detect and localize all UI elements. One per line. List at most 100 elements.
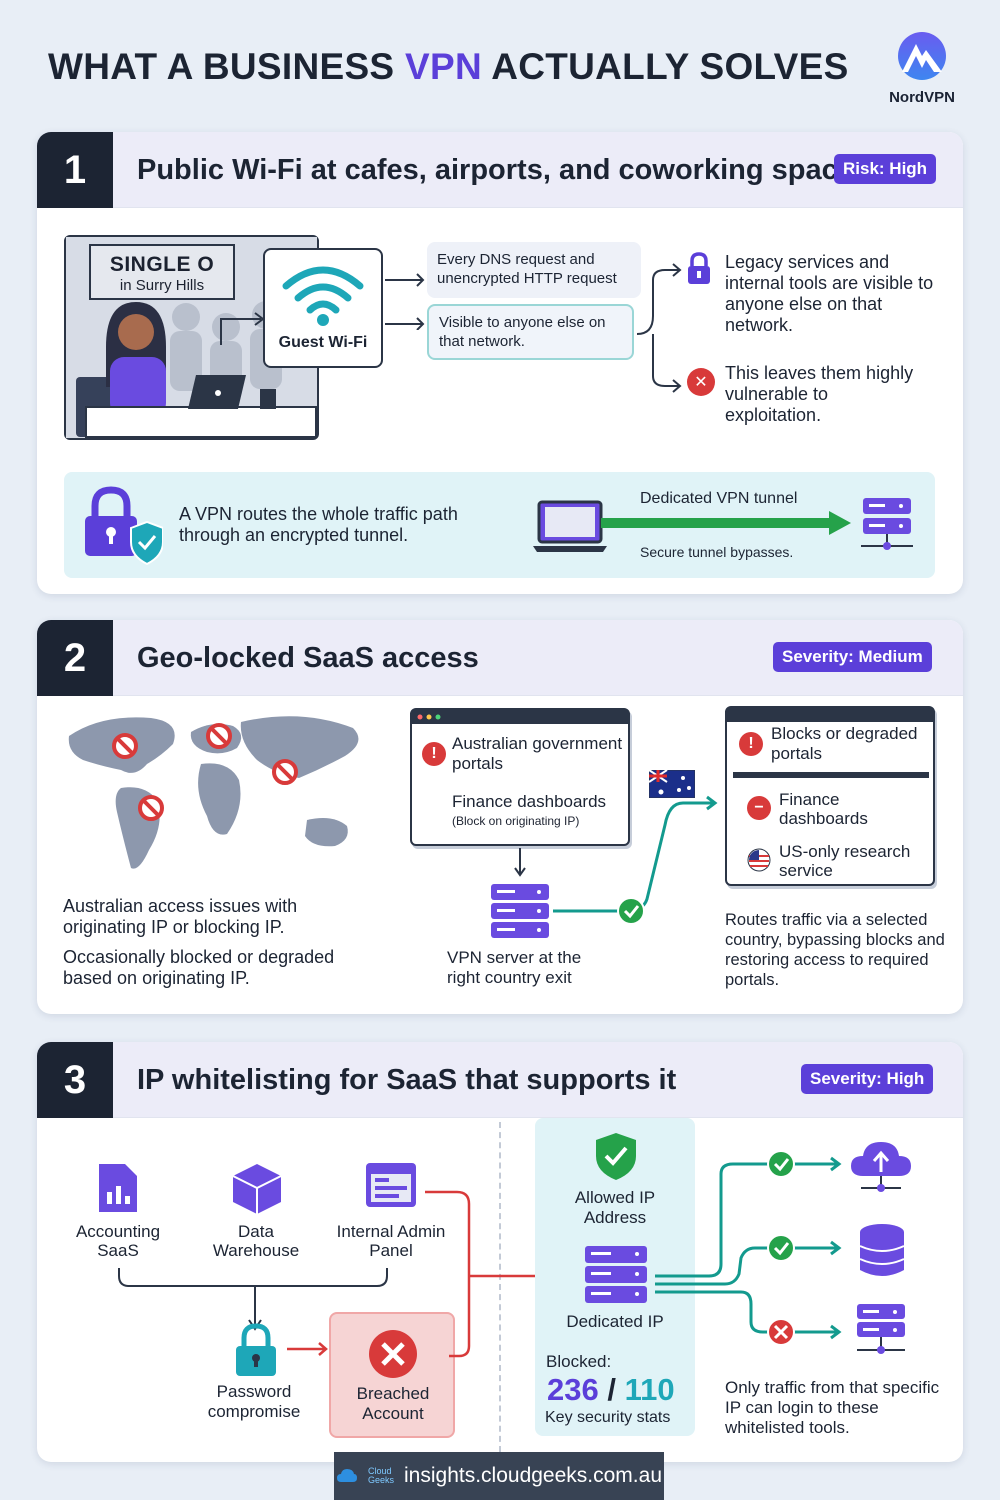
section-geo-locked: 2 Geo-locked SaaS access Severity: Mediu… (37, 620, 963, 1014)
alert-icon: ! (739, 732, 763, 756)
cafe-sign-location: in Surry Hills (119, 277, 205, 294)
portal-window: ! Australian government portals Finance … (410, 708, 630, 846)
portal-2: Finance dashboards (452, 792, 607, 811)
section-ip-whitelisting: 3 IP whitelisting for SaaS that supports… (37, 1042, 963, 1462)
database-icon (859, 1224, 905, 1276)
arrow-icon (220, 312, 265, 345)
breached-label: Breached Account (356, 1384, 430, 1423)
footer-url-bar: Cloud Geeks insights.cloudgeeks.com.au (334, 1452, 664, 1500)
result-1: Blocks or degraded portals (771, 724, 918, 763)
result-3: US-only research service (779, 842, 911, 880)
map-text-2: Occasionally blocked or degraded based o… (63, 947, 335, 988)
arrow-right-icon (287, 1342, 328, 1356)
laptop-icon (533, 500, 607, 552)
alert-icon: ! (422, 742, 446, 766)
cloud-icon (337, 1469, 357, 1482)
blocked-label: Blocked: (546, 1352, 612, 1371)
server-icon (861, 498, 913, 550)
window-bar (727, 708, 933, 722)
us-flag-icon (747, 848, 771, 872)
block-icon (112, 723, 298, 821)
vpn-server-label: VPN server at the right country exit (447, 948, 582, 987)
error-icon: ✕ (687, 368, 715, 396)
page-title: WHAT A BUSINESS VPN ACTUALLY SOLVES (48, 46, 849, 88)
request-text: Every DNS request and unencrypted HTTP r… (437, 251, 617, 287)
visible-box: Visible to anyone else on that network. (427, 304, 634, 360)
section-title: IP whitelisting for SaaS that supports i… (137, 1064, 677, 1096)
arrow-down-icon (514, 848, 526, 877)
nordvpn-logo: NordVPN (872, 28, 972, 108)
cloud-upload-icon (851, 1142, 911, 1192)
padlock-icon (236, 1323, 276, 1376)
routes-text: Routes traffic via a selected country, b… (725, 911, 945, 989)
legacy-text: Legacy services and internal tools are v… (725, 252, 934, 335)
footer-url[interactable]: insights.cloudgeeks.com.au (404, 1464, 662, 1487)
title-part: ACTUALLY SOLVES (481, 46, 849, 87)
admin-panel-icon (366, 1163, 416, 1207)
section-number: 1 (37, 132, 113, 208)
only-traffic-text: Only traffic from that specific IP can l… (725, 1378, 940, 1437)
world-map-icon (68, 716, 359, 869)
title-accent: VPN (405, 46, 482, 87)
map-text-1: Australian access issues with originatin… (63, 896, 298, 937)
section-title: Geo-locked SaaS access (137, 642, 479, 674)
brand-name: NordVPN (889, 89, 955, 106)
window-dots-icon (417, 714, 441, 720)
severity-badge: Severity: Medium (773, 642, 932, 672)
result-2: Finance dashboards (779, 790, 868, 828)
bracket-arrow-icon (118, 1268, 388, 1331)
guest-wifi-box: Guest Wi-Fi (263, 248, 383, 368)
dedicated-ip-label: Dedicated IP (566, 1312, 664, 1331)
stat-separator: / (607, 1372, 616, 1407)
tool-admin: Internal Admin Panel (336, 1222, 446, 1260)
tunnel-arrow-icon (601, 511, 851, 535)
stats-value: 236 / 110 (547, 1372, 675, 1408)
visible-text: Visible to anyone else on that network. (439, 314, 606, 350)
portal-2-note: (Block on originating IP) (452, 814, 580, 828)
divider (499, 1122, 501, 1452)
footer-logo: Cloud Geeks (368, 1467, 394, 1485)
wifi-label: Guest Wi-Fi (278, 334, 368, 351)
password-compromise: Password compromise (207, 1382, 301, 1421)
error-icon (369, 1330, 417, 1378)
stat-b: 110 (624, 1372, 675, 1407)
tool-warehouse: Data Warehouse (212, 1222, 300, 1260)
footer-logo-line1: Cloud (368, 1466, 392, 1476)
footer-logo-line2: Geeks (368, 1475, 395, 1485)
australia-flag-icon (649, 770, 695, 798)
allowed-ip-label: Allowed IP Address (574, 1188, 656, 1227)
section-public-wifi: 1 Public Wi-Fi at cafes, airports, and c… (37, 132, 963, 594)
portal-1: Australian government portals (452, 734, 623, 773)
cafe-sign: SINGLE O in Surry Hills (89, 244, 235, 300)
section-title: Public Wi-Fi at cafes, airports, and cow… (137, 154, 870, 186)
teal-routes-icon (655, 1150, 842, 1346)
risk-badge: Risk: High (834, 154, 937, 184)
lock-icon (688, 252, 710, 284)
warehouse-cube-icon (232, 1164, 282, 1214)
document-chart-icon (99, 1164, 137, 1212)
tunnel-label: Dedicated VPN tunnel (640, 490, 798, 507)
stat-a: 236 (547, 1372, 599, 1407)
severity-badge: Severity: High (801, 1064, 934, 1094)
server-icon (857, 1304, 905, 1354)
tool-accounting: Accounting SaaS (75, 1222, 161, 1260)
results-window: ! Blocks or degraded portals − Finance d… (725, 706, 935, 886)
minus-icon: − (747, 796, 771, 820)
cafe-sign-name: SINGLE O (109, 253, 215, 276)
request-box: Every DNS request and unencrypted HTTP r… (427, 242, 641, 298)
divider (733, 772, 929, 778)
title-part: WHAT A BUSINESS (48, 46, 405, 87)
breached-box: Breached Account (329, 1312, 455, 1438)
wifi-icon (282, 266, 364, 326)
tunnel-sub: Secure tunnel bypasses. (640, 544, 794, 560)
vpn-text: A VPN routes the whole traffic path thro… (179, 504, 458, 545)
section-number: 3 (37, 1042, 113, 1118)
section-number: 2 (37, 620, 113, 696)
dedicated-server-icon (585, 1246, 647, 1303)
branch-arrows-icon (636, 263, 682, 393)
arrow-icon (385, 273, 425, 330)
route-line-icon (553, 795, 718, 925)
mountain-logo-icon (898, 32, 946, 80)
vulnerable-text: This leaves them highly vulnerable to ex… (725, 363, 914, 425)
vpn-server-icon (491, 884, 549, 938)
